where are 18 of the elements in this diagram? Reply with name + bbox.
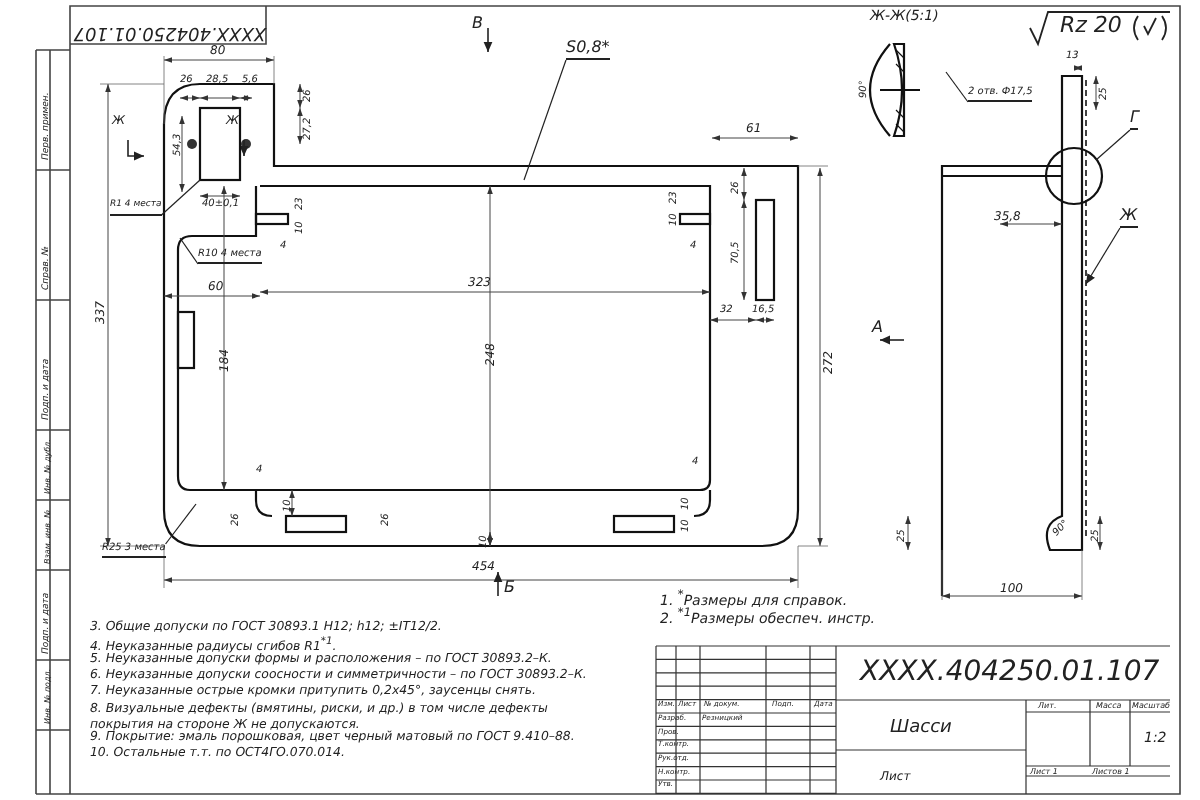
callout-label: S0,8* bbox=[566, 40, 610, 60]
leader-line bbox=[179, 237, 199, 265]
roughness-mark: Rz 20 bbox=[1060, 14, 1122, 36]
drawing-number: XXXX.404250.01.107 bbox=[73, 22, 266, 40]
leader-line bbox=[1095, 129, 1131, 161]
callout-label: Г bbox=[1130, 110, 1139, 130]
view-mark: Б bbox=[504, 580, 515, 596]
leader-line bbox=[1085, 227, 1121, 285]
view-mark: А bbox=[872, 320, 883, 336]
leader-line bbox=[160, 179, 201, 216]
leader-line bbox=[523, 59, 567, 181]
window-cutout bbox=[198, 106, 242, 182]
leader-line bbox=[164, 503, 197, 545]
title-block-text: XXXX.404250.01.107 bbox=[860, 658, 1160, 686]
leader-line bbox=[945, 71, 969, 103]
title-block-text: Шасси bbox=[890, 720, 952, 738]
view-mark: В bbox=[472, 16, 483, 32]
callout-label: Ж bbox=[1120, 208, 1138, 228]
